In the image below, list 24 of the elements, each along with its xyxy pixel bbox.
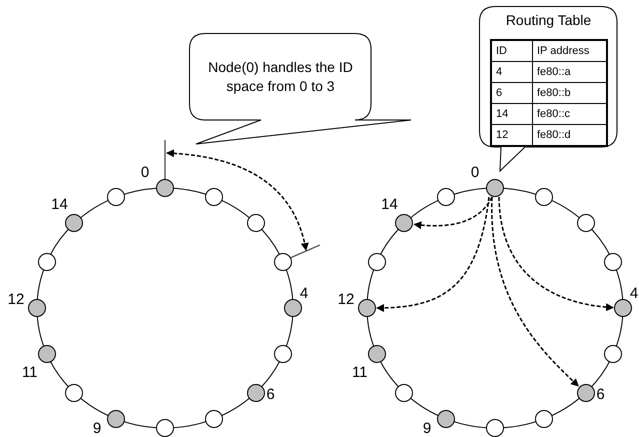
node-id-label: 6 bbox=[596, 386, 605, 403]
arrow bbox=[491, 197, 579, 387]
arrow bbox=[498, 196, 614, 311]
node-id-label: 12 bbox=[338, 292, 354, 308]
node-id-label: 0 bbox=[140, 165, 150, 181]
arrow bbox=[413, 196, 493, 230]
node-id-label: 12 bbox=[8, 292, 24, 308]
table-cell: 6 bbox=[491, 82, 532, 104]
node-id-label: 0 bbox=[470, 165, 480, 181]
table-cell: 4 bbox=[491, 62, 532, 82]
table-cell: 14 bbox=[491, 104, 532, 124]
node-id-label: 4 bbox=[630, 286, 638, 302]
node-id-label: 14 bbox=[381, 197, 398, 214]
node-id-label: 14 bbox=[51, 197, 68, 214]
node-id-label: 6 bbox=[266, 386, 275, 403]
node-id-label: 11 bbox=[22, 364, 38, 381]
arrow bbox=[376, 196, 490, 312]
node-id-label: 4 bbox=[300, 286, 308, 302]
table-title: Routing Table bbox=[504, 12, 592, 28]
table-cell: ID bbox=[491, 40, 532, 62]
node-id-label: 9 bbox=[422, 420, 432, 437]
node-id-label: 9 bbox=[92, 420, 102, 437]
callout-text: Node(0) handles the ID space from 0 to 3 bbox=[207, 58, 354, 96]
node-id-label: 11 bbox=[352, 364, 368, 381]
